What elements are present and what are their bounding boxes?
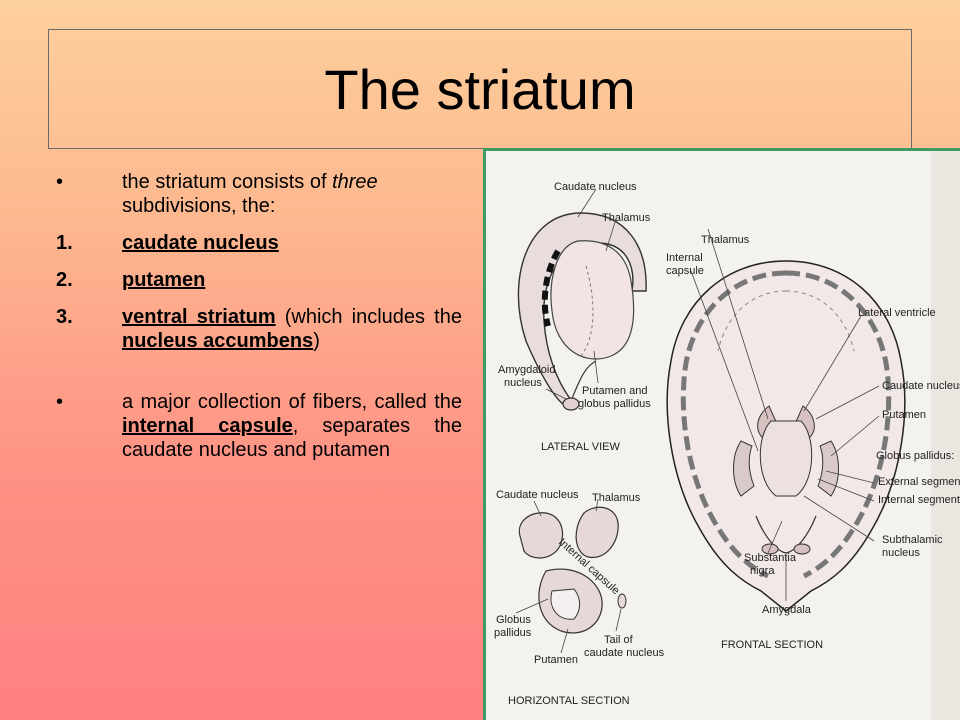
label-fr-putamen: Putamen bbox=[882, 409, 926, 421]
item-label-ventral: ventral striatum bbox=[122, 306, 276, 328]
label-fr-amygdala: Amygdala bbox=[762, 604, 812, 616]
lateral-view-diagram bbox=[517, 188, 647, 411]
label-hz-globus-1: Globus bbox=[496, 614, 531, 626]
intro-text: the striatum consists of three subdivisi… bbox=[122, 171, 378, 217]
list-item-caudate: 1. caudate nucleus bbox=[56, 231, 462, 255]
label-hz-globus-2: pallidus bbox=[494, 627, 532, 639]
label-fr-thalamus: Thalamus bbox=[701, 234, 750, 246]
label-hz-tail-2: caudate nucleus bbox=[584, 647, 665, 659]
item-label-caudate: caudate nucleus bbox=[122, 232, 279, 254]
list-number: 2. bbox=[56, 269, 73, 291]
bullet-marker: • bbox=[56, 391, 64, 413]
item-text-ventral: ventral striatum (which includes the nuc… bbox=[122, 306, 462, 352]
label-lat-caudate: Caudate nucleus bbox=[554, 181, 637, 193]
label-fr-globus: Globus pallidus: bbox=[876, 450, 954, 462]
link-internal-capsule: internal capsule bbox=[122, 415, 293, 437]
bullet-marker: • bbox=[56, 171, 64, 193]
label-lat-thalamus: Thalamus bbox=[602, 212, 651, 224]
horizontal-section-diagram bbox=[515, 498, 627, 654]
label-fr-external: External segment bbox=[878, 476, 960, 488]
list-number: 3. bbox=[56, 306, 73, 328]
frontal-section-diagram bbox=[666, 228, 906, 612]
label-lat-amygdaloid-1: Amygdaloid bbox=[498, 364, 555, 376]
slide-content: • the striatum consists of three subdivi… bbox=[56, 170, 462, 462]
label-fr-internal-seg: Internal segment bbox=[878, 494, 960, 506]
label-lat-putamen-2: globus pallidus bbox=[578, 398, 651, 410]
label-hz-thalamus: Thalamus bbox=[592, 492, 641, 504]
page-edge bbox=[931, 151, 960, 720]
label-fr-lateral-ventricle: Lateral ventricle bbox=[858, 307, 936, 319]
fibers-text: a major collection of fibers, called the… bbox=[122, 391, 462, 461]
label-hz-putamen: Putamen bbox=[534, 654, 578, 666]
label-hz-tail-1: Tail of bbox=[604, 634, 634, 646]
striatum-figure: Caudate nucleus Thalamus Amygdaloid nucl… bbox=[483, 148, 960, 720]
link-nucleus-accumbens: nucleus accumbens bbox=[122, 330, 314, 352]
label-fr-subthalamic-2: nucleus bbox=[882, 547, 920, 559]
label-fr-internal-1: Internal bbox=[666, 252, 703, 264]
label-fr-substantia-1: Substantia bbox=[744, 552, 797, 564]
list-item-ventral: 3. ventral striatum (which includes the … bbox=[56, 305, 462, 353]
label-fr-internal-2: capsule bbox=[666, 265, 704, 277]
slide-title: The striatum bbox=[324, 57, 636, 121]
title-box: The striatum bbox=[48, 29, 912, 149]
emphasis-three: three bbox=[332, 171, 378, 193]
label-fr-substantia-2: nigra bbox=[750, 565, 775, 577]
label-hz-caudate: Caudate nucleus bbox=[496, 489, 579, 501]
label-lat-putamen-1: Putamen and bbox=[582, 385, 647, 397]
label-horizontal-section: HORIZONTAL SECTION bbox=[508, 695, 630, 707]
fibers-bullet: • a major collection of fibers, called t… bbox=[56, 390, 462, 462]
label-fr-subthalamic-1: Subthalamic bbox=[882, 534, 943, 546]
intro-bullet: • the striatum consists of three subdivi… bbox=[56, 170, 462, 218]
label-lateral-view: LATERAL VIEW bbox=[541, 441, 620, 453]
list-item-putamen: 2. putamen bbox=[56, 268, 462, 292]
label-fr-caudate: Caudate nucleus bbox=[882, 380, 960, 392]
list-number: 1. bbox=[56, 232, 73, 254]
brain-illustration: Caudate nucleus Thalamus Amygdaloid nucl… bbox=[494, 151, 960, 720]
item-label-putamen: putamen bbox=[122, 269, 206, 291]
label-frontal-section: FRONTAL SECTION bbox=[721, 639, 823, 651]
label-lat-amygdaloid-2: nucleus bbox=[504, 377, 542, 389]
